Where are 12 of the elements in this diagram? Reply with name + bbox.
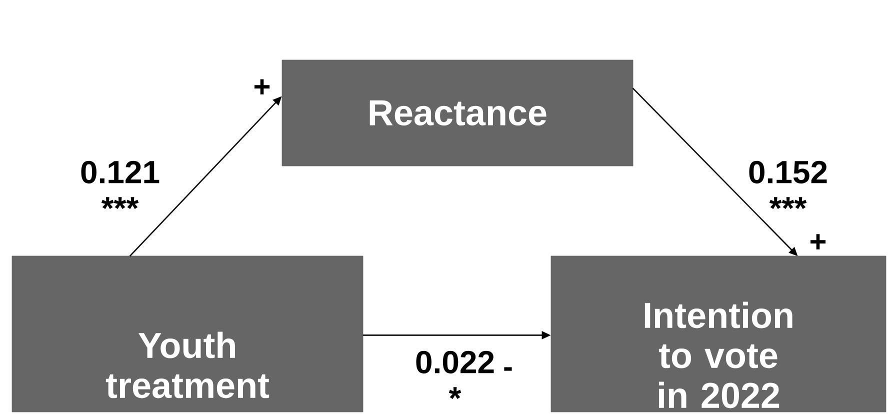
- variable-name: Intention to vote in 2022: [644, 302, 792, 408]
- path-coefficient: 0.022 *: [416, 350, 494, 400]
- sign-label: +: [254, 79, 270, 94]
- path-coefficient: 0.121 ***: [81, 160, 160, 210]
- path-coefficient: 0.152 ***: [749, 160, 827, 210]
- variable-name: Youth treatment: [106, 332, 270, 398]
- sign-label: -: [504, 367, 512, 371]
- variable-name: Reactance: [370, 100, 546, 126]
- variable-box: [282, 60, 634, 166]
- variable-box: [550, 256, 886, 412]
- sign-label: +: [810, 234, 826, 250]
- variable-box: [12, 256, 364, 412]
